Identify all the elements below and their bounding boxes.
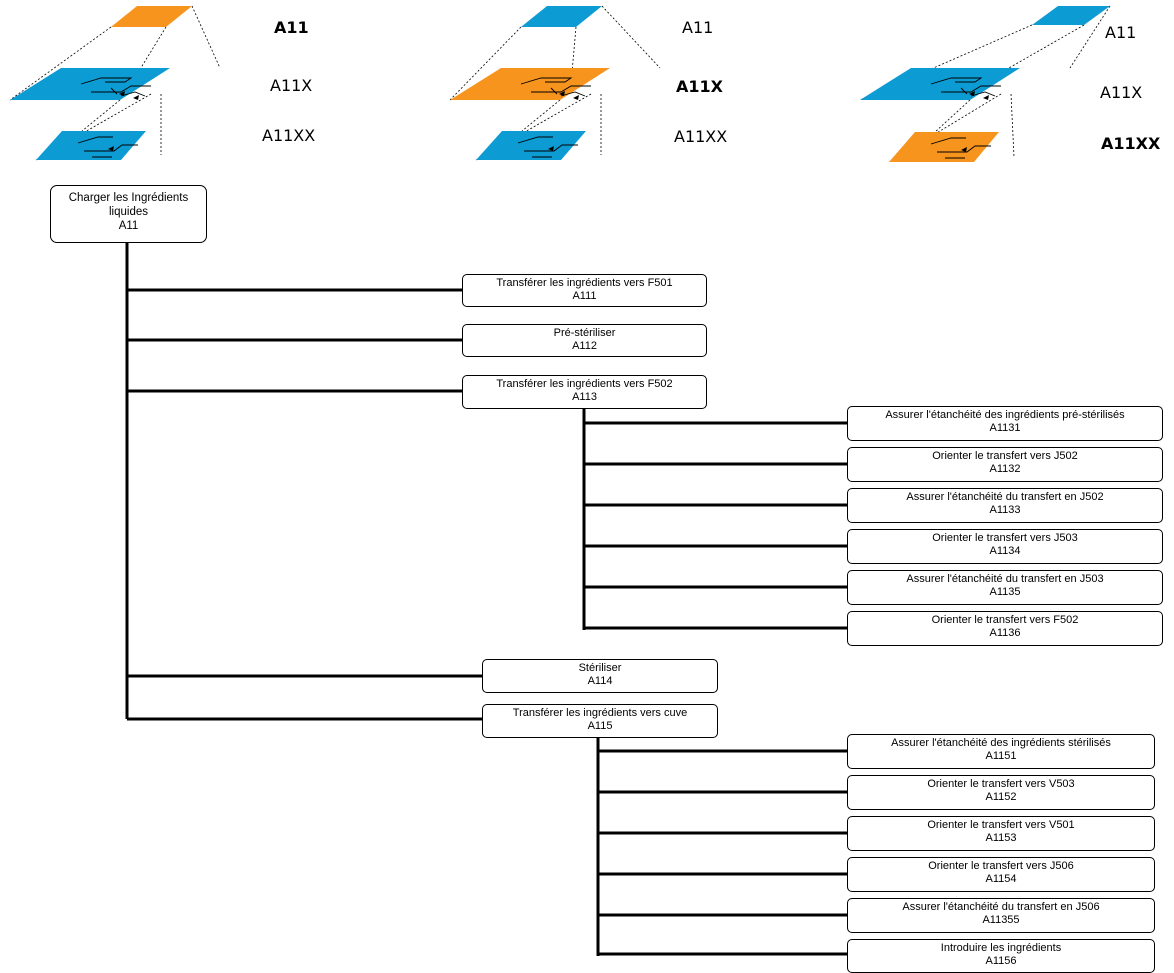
- node-level3: Orienter le transfert vers F502 A1136: [847, 611, 1163, 646]
- arrow-mark: [548, 146, 554, 151]
- node-level3: Assurer l'étanchéité du transfert en J50…: [847, 898, 1155, 933]
- projection-line: [449, 26, 522, 101]
- level-label: A11: [682, 18, 714, 37]
- node-level3: Orienter le transfert vers J506 A1154: [847, 857, 1155, 892]
- schematic: [520, 77, 591, 97]
- node-title: Pré-stériliser: [553, 327, 616, 339]
- node-level3: Assurer l'étanchéité du transfert en J50…: [847, 570, 1163, 605]
- node-level3: Orienter le transfert vers V501 A1153: [847, 816, 1155, 851]
- schematic: [930, 137, 991, 159]
- node-code: A1134: [989, 545, 1021, 557]
- node-title: Transférer les ingrédients vers cuve: [512, 707, 688, 719]
- projection-line: [521, 99, 561, 132]
- node-root: Charger les Ingrédients liquides A11: [50, 185, 207, 243]
- layer: [521, 6, 602, 27]
- node-title: Orienter le transfert vers J503: [932, 532, 1078, 544]
- node-code: A1151: [985, 750, 1017, 762]
- node-code: A1136: [989, 627, 1021, 639]
- node-level3: Orienter le transfert vers J502 A1132: [847, 447, 1163, 482]
- node-code: A1132: [989, 463, 1021, 475]
- layer: [36, 131, 146, 160]
- node-code: A113: [572, 391, 597, 403]
- node-title: Orienter le transfert vers V501: [927, 819, 1075, 831]
- node-level2: Transférer les ingrédients vers F501 A11…: [462, 274, 707, 307]
- node-code: A112: [572, 340, 597, 352]
- layer: [476, 131, 586, 160]
- level-label: A11X: [1100, 83, 1143, 102]
- schematic: [77, 136, 138, 158]
- node-code: A11: [118, 220, 139, 232]
- node-level2: Pré-stériliser A112: [462, 324, 707, 357]
- arrow-mark: [119, 91, 139, 100]
- node-title: Assurer l'étanchéité des ingrédients sté…: [891, 737, 1111, 749]
- node-code: A1131: [989, 422, 1021, 434]
- node-title: Transférer les ingrédients vers F502: [496, 378, 673, 390]
- node-code: A1133: [989, 504, 1021, 516]
- node-code: A1154: [985, 873, 1017, 885]
- schematic: [80, 77, 151, 97]
- arrow-mark: [108, 146, 114, 151]
- schematic: [930, 77, 1001, 97]
- projection-line: [601, 5, 661, 69]
- node-code: A11355: [982, 914, 1020, 926]
- arrow-mark: [559, 91, 579, 100]
- projection-line: [191, 5, 221, 69]
- node-level3: Orienter le transfert vers J503 A1134: [847, 529, 1163, 564]
- node-code: A1153: [985, 832, 1017, 844]
- arrow-mark: [961, 147, 967, 152]
- node-level2: Transférer les ingrédients vers cuve A11…: [482, 704, 718, 738]
- node-title: Assurer l'étanchéité du transfert en J50…: [902, 901, 1100, 913]
- level-label: A11X: [676, 77, 723, 96]
- node-code: A1152: [985, 791, 1017, 803]
- node-title: Transférer les ingrédients vers F501: [496, 277, 673, 289]
- projection-line: [130, 26, 167, 85]
- node-level2: Stériliser A114: [482, 659, 718, 693]
- node-code: A111: [572, 290, 597, 302]
- level-label: A11XX: [262, 126, 316, 145]
- projection-line: [934, 99, 971, 133]
- level-label: A11XX: [1101, 134, 1161, 153]
- node-title: Orienter le transfert vers J506: [928, 860, 1074, 872]
- node-level3: Assurer l'étanchéité des ingrédients sté…: [847, 734, 1155, 769]
- node-title: Stériliser: [578, 662, 622, 674]
- level-label: A11: [1105, 23, 1137, 42]
- node-title: Orienter le transfert vers V503: [927, 778, 1075, 790]
- node-code: A1156: [985, 955, 1017, 967]
- node-level2: Transférer les ingrédients vers F502 A11…: [462, 375, 707, 409]
- node-code: A115: [587, 720, 613, 732]
- projection-line: [570, 26, 577, 85]
- highlighted-layer: [889, 132, 999, 162]
- layer: [860, 68, 1020, 100]
- node-level3: Assurer l'étanchéité du transfert en J50…: [847, 488, 1163, 523]
- arrow-mark: [969, 91, 989, 100]
- node-level3: Introduire les ingrédients A1156: [847, 939, 1155, 973]
- node-code: A1135: [989, 586, 1021, 598]
- node-level3: Assurer l'étanchéité des ingrédients pré…: [847, 406, 1163, 441]
- node-title: Assurer l'étanchéité des ingrédients pré…: [885, 409, 1125, 421]
- node-title: Introduire les ingrédients: [940, 942, 1062, 954]
- node-title: Assurer l'étanchéité du transfert en J50…: [906, 573, 1104, 585]
- projection-line: [1010, 93, 1015, 158]
- highlighted-layer: [450, 68, 610, 100]
- node-title: Orienter le transfert vers J502: [932, 450, 1078, 462]
- layer: [10, 68, 170, 100]
- highlighted-layer: [111, 6, 192, 27]
- schematic: [517, 136, 578, 158]
- node-title: Assurer l'étanchéité du transfert en J50…: [906, 491, 1104, 503]
- node-title: Charger les Ingrédients liquides: [68, 192, 189, 218]
- node-level3: Orienter le transfert vers V503 A1152: [847, 775, 1155, 810]
- projection-line: [81, 99, 121, 132]
- projection-line: [1069, 5, 1111, 69]
- layer: [1032, 6, 1110, 25]
- level-label: A11: [274, 18, 309, 37]
- node-code: A114: [587, 675, 613, 687]
- level-label: A11XX: [674, 127, 728, 146]
- level-label: A11X: [270, 76, 313, 95]
- node-title: Orienter le transfert vers F502: [931, 614, 1079, 626]
- projection-line: [9, 26, 112, 101]
